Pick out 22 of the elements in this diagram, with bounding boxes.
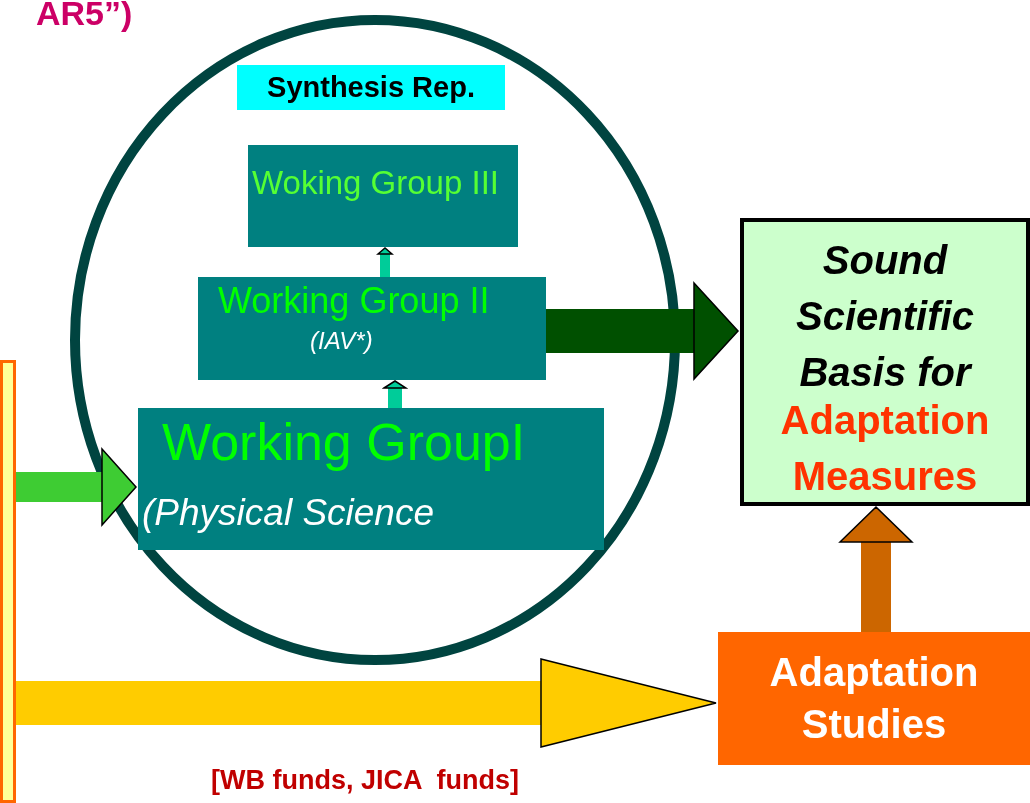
block-arrow: [16, 658, 717, 748]
result-text: Sound Scientific Basis for: [795, 237, 975, 396]
block-arrow: [383, 380, 407, 408]
block-arrow: [546, 282, 739, 380]
block-arrow: [377, 247, 393, 277]
result-box: [740, 218, 1030, 506]
group-title: Woking Group III: [252, 163, 500, 203]
studies-label: Adaptation Studies: [768, 649, 980, 748]
group-box: [198, 277, 546, 380]
block-arrow: [839, 506, 913, 632]
group-box: [248, 145, 518, 247]
group-subtitle: (IAV*): [310, 327, 373, 355]
group-title: Working GroupI: [162, 412, 526, 472]
report-label: Synthesis Rep.: [266, 71, 476, 104]
block-arrow: [16, 448, 137, 526]
side-panel: [0, 360, 16, 803]
group-subtitle: (Physical Science: [142, 492, 434, 534]
heading-fragment: AR5”): [36, 0, 133, 33]
report-box: [237, 65, 505, 110]
studies-box: [718, 632, 1030, 765]
result-highlight: Adaptation Measures: [779, 397, 991, 500]
group-title: Working Group II: [218, 280, 491, 322]
